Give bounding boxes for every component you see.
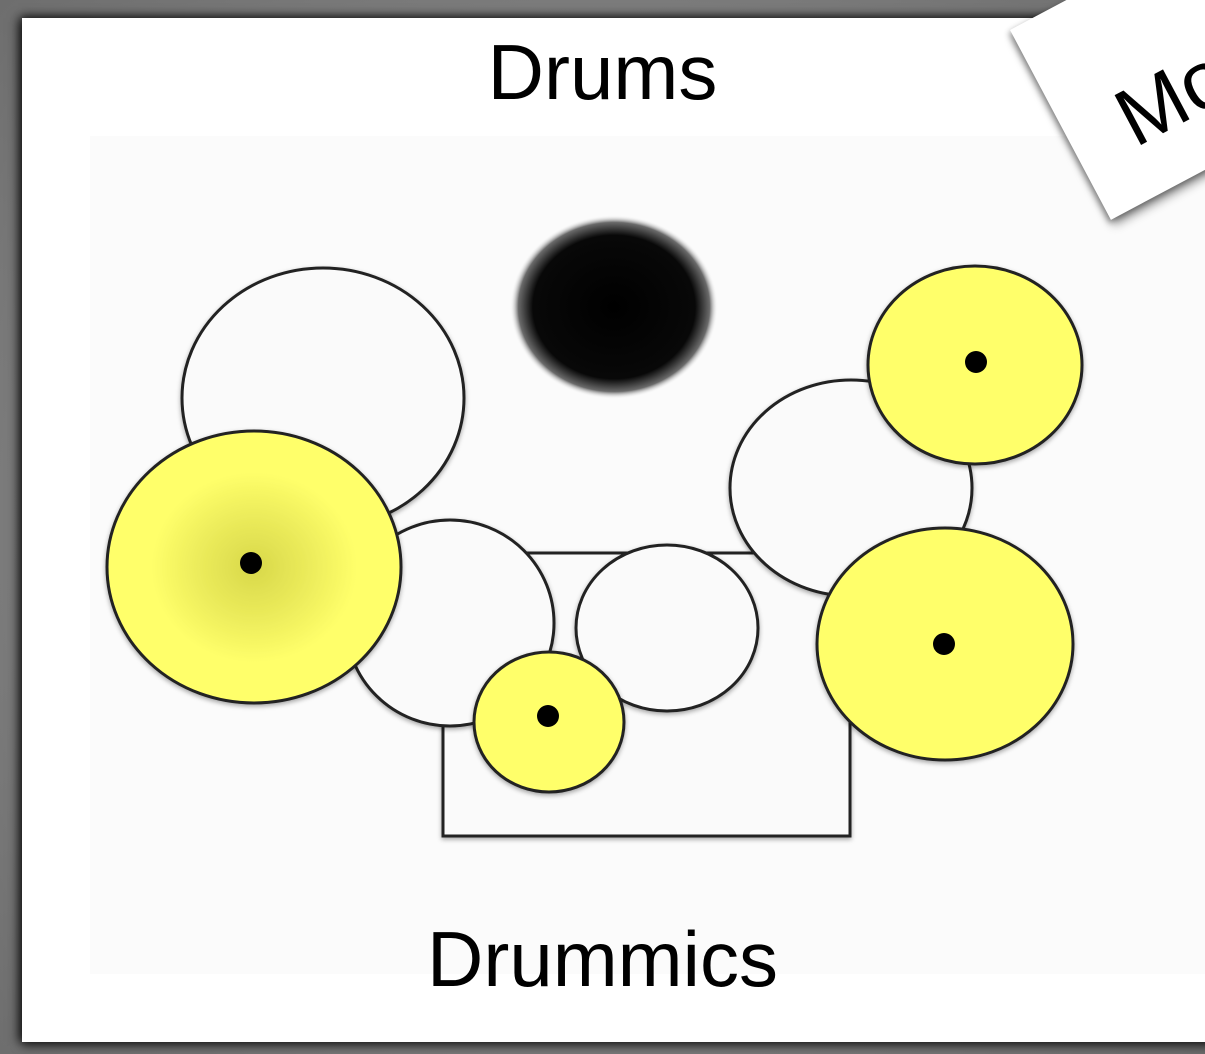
monitor-card-label: Mon xyxy=(1100,8,1205,164)
cymbal-left-center-icon xyxy=(240,552,262,574)
tom-middle[interactable] xyxy=(574,543,760,713)
card-footer-label: Drummics xyxy=(427,915,778,1003)
bass-drum[interactable] xyxy=(510,215,718,399)
card-title: Drums xyxy=(487,28,718,116)
cymbal-lower-right-center-icon xyxy=(933,633,955,655)
cymbal-hihat-center-icon xyxy=(537,705,559,727)
cymbal-upper-right-center-icon xyxy=(965,351,987,373)
